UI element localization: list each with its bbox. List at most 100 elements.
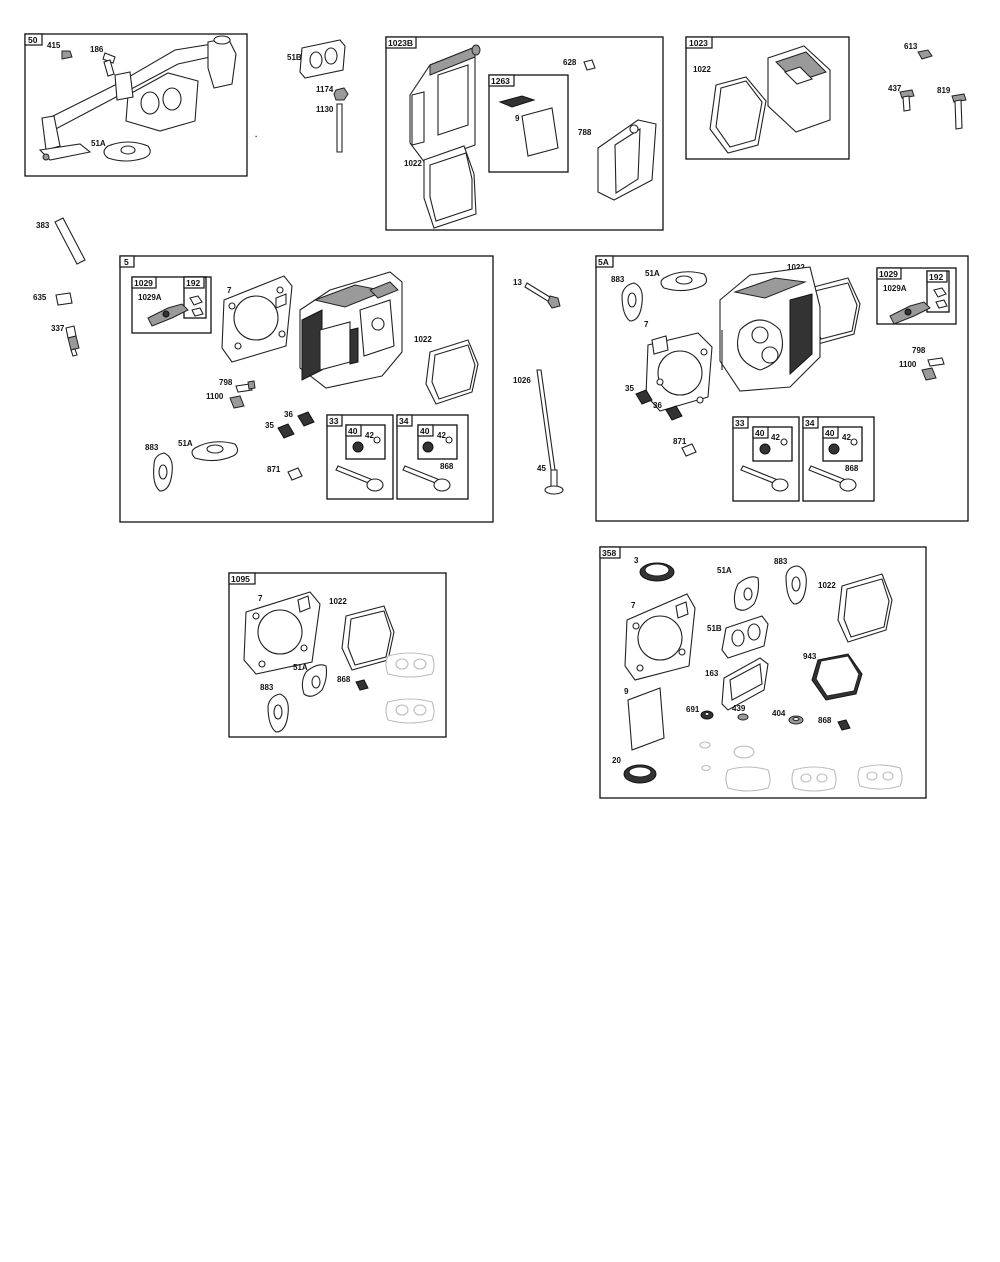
kit-tag-40-right-a: 40: [755, 428, 765, 438]
kit-tag-192-left: 192: [186, 278, 200, 288]
kit-tag-5a: 5A: [598, 257, 609, 267]
kit-tag-40-left-a: 40: [348, 426, 358, 436]
head-gasket-left-part: [221, 275, 293, 363]
label-868-left: 868: [440, 462, 454, 471]
oil-seal-3-part: [639, 562, 675, 582]
bolt-613-part: [917, 49, 933, 60]
pin-871-left-part: [287, 467, 303, 481]
label-868-right: 868: [845, 464, 859, 473]
spark-plug-337-part: [65, 325, 80, 357]
cylinder-head-left-part: [299, 271, 403, 389]
label-437: 437: [888, 84, 902, 93]
valve-cover-gasket-5-part: [425, 339, 479, 405]
seal-691-part: [700, 710, 714, 720]
spring-36-right-part: [665, 405, 683, 421]
label-163: 163: [705, 669, 719, 678]
spring-36-left-part: [297, 411, 315, 427]
label-3: 3: [634, 556, 639, 565]
kit-box-358: [599, 546, 927, 799]
label-883-left: 883: [145, 443, 159, 452]
washer-404-part: [788, 715, 804, 725]
valve-33-right-part: [740, 465, 789, 492]
svg-text:.: .: [255, 130, 257, 139]
label-7-left: 7: [227, 286, 232, 295]
label-883-1095: 883: [260, 683, 274, 692]
kit-box-50: [24, 33, 248, 177]
valve-seal-40-left-b-part: [422, 436, 453, 453]
kit-box-33-left: [326, 414, 394, 500]
label-1174: 1174: [316, 85, 334, 94]
rocker-arm-right-part: [889, 287, 948, 325]
kit-tag-5: 5: [124, 257, 129, 267]
tube-383-part: [54, 217, 86, 265]
label-868-358: 868: [818, 716, 832, 725]
label-7-right: 7: [644, 320, 649, 329]
label-883-right: 883: [611, 275, 625, 284]
kit-tag-1029-left: 1029: [134, 278, 153, 288]
label-186: 186: [90, 45, 104, 54]
kit-box-1029-left: [131, 276, 212, 334]
gasket-51a-left-part: [191, 441, 239, 462]
seal-868-358-part: [837, 719, 851, 731]
label-1022-1023b: 1022: [404, 159, 422, 168]
spring-35-right-part: [635, 389, 653, 405]
breather-tube-part: [38, 35, 237, 162]
label-20: 20: [612, 756, 621, 765]
label-7-1095: 7: [258, 594, 263, 603]
kit-tag-34-right: 34: [805, 418, 815, 428]
label-42-left-b: 42: [437, 431, 446, 440]
label-36-left: 36: [284, 410, 293, 419]
screw-628-part: [583, 59, 596, 71]
oil-seal-20-part: [623, 764, 657, 784]
bolt-13-part: [524, 282, 561, 309]
valve-cover-gasket-358-part: [837, 573, 893, 643]
label-943: 943: [803, 652, 817, 661]
kit-tag-34-left: 34: [399, 416, 409, 426]
valve-cover-1023-part: [709, 45, 831, 154]
rocker-arm-left-part: [147, 295, 204, 327]
kit-tag-358: 358: [602, 548, 616, 558]
label-51a-1095: 51A: [293, 663, 308, 672]
label-1029a-left: 1029A: [138, 293, 162, 302]
valve-seal-40-right-a-part: [759, 438, 788, 455]
kit-tag-192-right: 192: [929, 272, 943, 282]
pin-1130-part: [336, 103, 343, 153]
washer-439-part: [737, 713, 749, 721]
spring-35-left-part: [277, 423, 295, 439]
gasket-883-358-part: [785, 565, 807, 605]
kit-tag-1023: 1023: [689, 38, 708, 48]
label-798-left: 798: [219, 378, 233, 387]
tappet-45-part: [544, 469, 564, 495]
screw-798-right-part: [927, 357, 945, 367]
label-51a-left: 51A: [178, 439, 193, 448]
kit-tag-50: 50: [28, 35, 38, 45]
label-51b: 51B: [287, 53, 302, 62]
seal-868-1095-part: [355, 679, 369, 691]
label-1100-right: 1100: [899, 360, 917, 369]
label-1022-5a: 1022: [787, 263, 805, 272]
valve-cover-1023b-part: [409, 44, 657, 229]
valve-seal-40-right-b-part: [828, 438, 858, 455]
kit-tag-1095: 1095: [231, 574, 250, 584]
label-439: 439: [732, 704, 746, 713]
valve-seal-40-left-a-part: [352, 436, 381, 453]
kit-tag-1029-right: 1029: [879, 269, 898, 279]
label-883-358: 883: [774, 557, 788, 566]
label-51a: 51A: [91, 139, 106, 148]
label-13: 13: [513, 278, 522, 287]
label-1022-1095: 1022: [329, 597, 347, 606]
label-404: 404: [772, 709, 786, 718]
gasket-51b-part: [299, 39, 346, 79]
head-gasket-1095-part: [243, 591, 321, 675]
label-337: 337: [51, 324, 65, 333]
label-42-right-a: 42: [771, 433, 780, 442]
kit-tag-40-right-b: 40: [825, 428, 835, 438]
label-45: 45: [537, 464, 546, 473]
gasket-51a-358-part: [733, 576, 760, 611]
bolt-437-part: [899, 89, 915, 112]
cap-635-part: [55, 292, 73, 306]
valve-34-left-part: [402, 465, 451, 492]
label-1026: 1026: [513, 376, 531, 385]
kit-box-5a: [595, 255, 969, 522]
